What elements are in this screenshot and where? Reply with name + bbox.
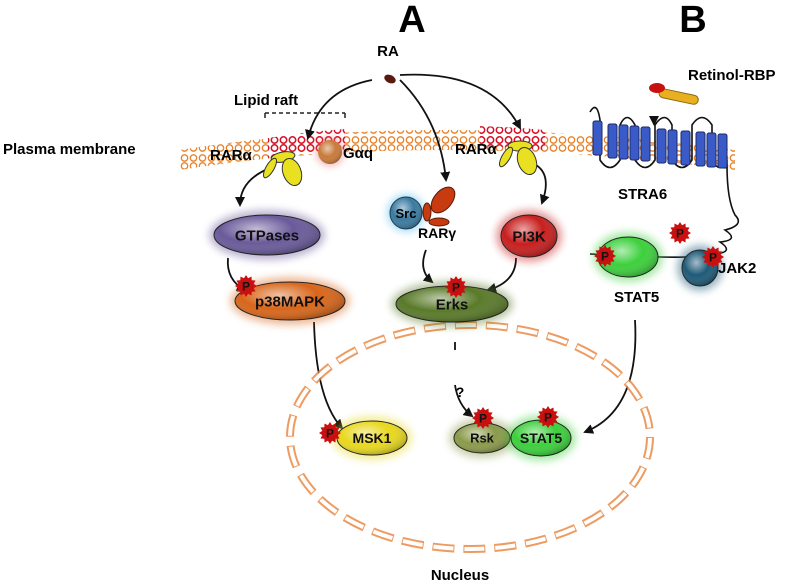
- gaq-label: Gαq: [343, 145, 373, 162]
- gtpases-node: GTPases: [209, 210, 325, 260]
- stat5-nuclear-node: STAT5: [506, 415, 576, 461]
- erks-node-label: Erks: [436, 296, 469, 313]
- stra6-label: STRA6: [618, 186, 667, 203]
- panel-label-a: A: [398, 0, 425, 41]
- lipid-raft-label: Lipid raft: [234, 92, 298, 109]
- ra-label: RA: [377, 43, 399, 60]
- phosphate-badge: P: [669, 222, 691, 244]
- rar-gamma-receptor: [422, 186, 456, 227]
- jak2-label: JAK2: [718, 260, 756, 277]
- rar-gamma-label: RARγ: [418, 225, 456, 241]
- phosphate-label: P: [242, 280, 250, 294]
- rar-alpha-right-label: RARα: [455, 141, 497, 158]
- stat5-nuclear-node-label: STAT5: [520, 430, 562, 446]
- rar-alpha-receptor-right: [499, 140, 538, 176]
- gtpases-node-label: GTPases: [235, 227, 299, 244]
- retinol-rbp-molecule: [649, 83, 699, 105]
- arrows: [226, 73, 659, 434]
- panel-label-b: B: [679, 0, 706, 41]
- phosphate-label: P: [326, 427, 334, 441]
- msk1-node-label: MSK1: [353, 430, 392, 446]
- pi3k-node: PI3K: [496, 210, 562, 262]
- phosphate-label: P: [544, 411, 552, 425]
- phosphate-badge: P: [537, 406, 559, 428]
- rar-alpha-left-label: RARα: [210, 147, 252, 164]
- stat5-cytoplasmic-label: STAT5: [614, 289, 659, 306]
- rsk-node: Rsk: [449, 418, 515, 458]
- p38mapk-node: p38MAPK: [230, 277, 350, 325]
- phosphate-badge: P: [472, 407, 494, 429]
- phosphate-badge: P: [235, 275, 257, 297]
- erks-node: Erks: [391, 281, 513, 327]
- phosphate-badge: P: [594, 245, 616, 267]
- phosphate-label: P: [601, 250, 609, 264]
- p38mapk-node-label: p38MAPK: [255, 293, 325, 310]
- phosphate-label: P: [676, 227, 684, 241]
- phosphate-label: P: [709, 251, 717, 265]
- phosphate-badge: P: [445, 276, 467, 298]
- question-label: ?: [456, 384, 465, 400]
- phosphate-label: P: [479, 412, 487, 426]
- msk1-node: MSK1: [332, 416, 412, 460]
- stra6-receptor: [589, 106, 740, 258]
- rsk-node-label: Rsk: [470, 431, 495, 446]
- pi3k-node-label: PI3K: [512, 228, 546, 245]
- phosphate-badge: P: [319, 422, 341, 444]
- phosphate-badge: P: [702, 246, 724, 268]
- plasma-membrane-label: Plasma membrane: [3, 141, 136, 158]
- nucleus-label: Nucleus: [431, 567, 489, 584]
- src-label: Src: [396, 206, 417, 221]
- ra-molecule: [384, 74, 396, 84]
- phosphate-label: P: [452, 281, 460, 295]
- retinol-rbp-label: Retinol-RBP: [688, 67, 776, 84]
- rar-alpha-receptor-left: [263, 151, 303, 187]
